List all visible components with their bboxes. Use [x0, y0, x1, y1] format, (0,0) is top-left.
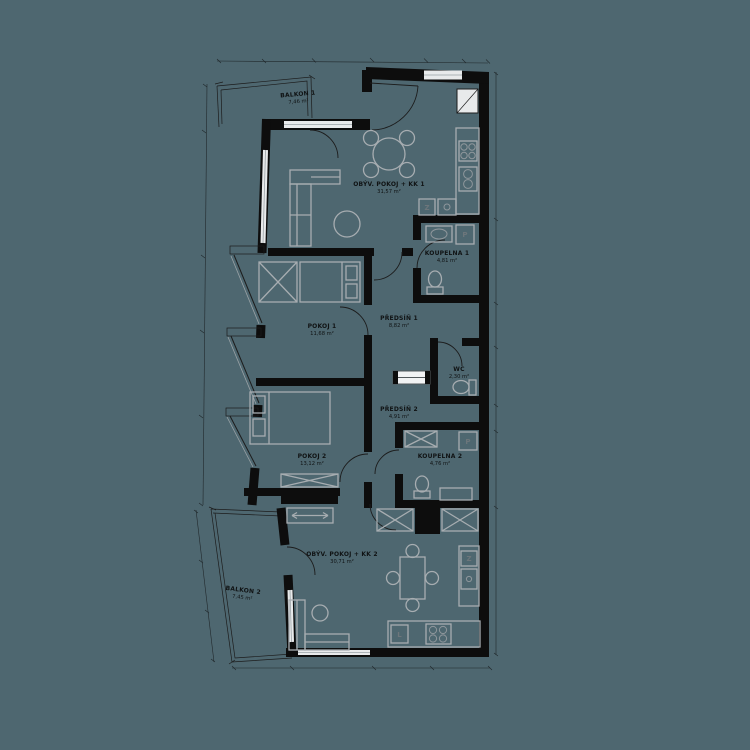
hall1-door-arc [373, 251, 403, 281]
balcony-1 [214, 74, 316, 128]
washbasin-1-icon [425, 225, 453, 243]
entrance-door-1-arc [371, 85, 419, 131]
coffee-table-icon [311, 604, 329, 622]
dining-table-2-icon [385, 543, 440, 613]
wc-door-arc [437, 341, 463, 367]
wardrobe-1-icon [258, 261, 298, 303]
pokoj2-door-arc [339, 453, 369, 483]
toilet-2-icon [413, 475, 431, 499]
sofa-1-icon [289, 169, 341, 247]
koupelna2-name: KOUPELNA 2 [418, 453, 463, 460]
living2-area: 30,71 m² [330, 559, 354, 565]
pokoj1-door-arc [339, 306, 369, 336]
koupelna1-name: KOUPELNA 1 [425, 250, 470, 257]
pokoj2-name: POKOJ 2 [298, 453, 327, 460]
hall-pocket-door [392, 370, 431, 385]
pokoj2-area: 13,12 m² [300, 461, 324, 467]
predsin1-area: 8,82 m² [389, 323, 409, 329]
window-bay-1 [229, 245, 265, 325]
washing-machine-1-icon [455, 224, 475, 245]
window-bay-3 [225, 407, 259, 468]
balkon1-name: BALKON 1 [280, 89, 316, 99]
room-label-balkon2: BALKON 2 7,45 m² [225, 585, 261, 602]
wardrobe-2-icon [280, 473, 339, 488]
sofa-2-icon [288, 599, 350, 651]
room-label-balkon1: BALKON 1 7,46 m² [280, 89, 316, 106]
room-label-predsin2: PŘEDSÍŇ 2 4,91 m² [380, 405, 418, 420]
koupelna2-area: 4,76 m² [430, 461, 450, 467]
boiler-mark-1: Z [424, 204, 429, 212]
bed-1-icon [299, 261, 361, 303]
washer-mark-2: P [465, 438, 470, 446]
bathroom1-door-arc [416, 239, 446, 269]
kitchen-1-icon [418, 127, 480, 216]
boiler-mark-2: Z [466, 555, 471, 563]
sliding-wardrobe-icon [286, 507, 334, 524]
kitchen-2-column-icon [458, 545, 480, 607]
balcony-2 [208, 506, 293, 665]
balkon2-area: 7,45 m² [232, 594, 253, 602]
room-label-wc1: WC 2,30 m² [449, 366, 469, 380]
balcony2-door-arc [286, 546, 316, 576]
predsin2-area: 4,91 m² [389, 414, 409, 420]
room-label-living1: OBÝV. POKOJ + KK 1 31,57 m² [353, 181, 425, 195]
shaft-icon [456, 88, 479, 114]
fridge-mark: L [397, 631, 402, 639]
room-labels: BALKON 1 7,46 m² OBÝV. POKOJ + KK 1 31,5… [225, 89, 470, 602]
balkon2-name: BALKON 2 [225, 585, 261, 596]
predsin2-name: PŘEDSÍŇ 2 [380, 405, 418, 413]
washbasin-2-icon [439, 487, 473, 501]
room-label-pokoj1: POKOJ 1 11,68 m² [308, 323, 337, 337]
wc1-area: 2,30 m² [449, 374, 469, 380]
pokoj1-name: POKOJ 1 [308, 323, 337, 330]
furniture-layer [249, 127, 481, 651]
predsin1-name: PŘEDSÍŇ 1 [380, 314, 418, 322]
toilet-1-icon [426, 270, 444, 295]
washer-mark-1: P [462, 231, 467, 239]
bed-2-icon [249, 391, 331, 445]
living1-area: 31,57 m² [377, 189, 401, 195]
balcony1-door-arc [309, 129, 339, 159]
room-label-pokoj2: POKOJ 2 13,12 m² [298, 453, 327, 467]
room-label-predsin1: PŘEDSÍŇ 1 8,82 m² [380, 314, 418, 329]
pokoj1-area: 11,68 m² [310, 331, 334, 337]
koupelna1-area: 4,81 m² [437, 258, 457, 264]
storage-row-icon [376, 508, 479, 532]
shower-2-icon [404, 430, 438, 448]
kitchen-2-counter-icon [387, 620, 481, 648]
wc1-name: WC [453, 366, 465, 373]
rug-icon [333, 210, 361, 238]
room-label-koupelna2: KOUPELNA 2 4,76 m² [418, 453, 463, 467]
toilet-wc-icon [452, 379, 477, 396]
dimension-lines [193, 57, 499, 671]
washing-machine-2-icon [458, 431, 478, 451]
living2-door-arc [369, 503, 397, 531]
walls-layer [225, 67, 489, 657]
living1-name: OBÝV. POKOJ + KK 1 [353, 181, 425, 188]
balkon1-area: 7,46 m² [288, 98, 309, 106]
dining-table-1-icon [362, 129, 416, 179]
living2-name: OBÝV. POKOJ + KK 2 [306, 551, 378, 558]
bathroom2-door-arc [374, 449, 400, 475]
appliance-marks: Z P P Z L [397, 204, 471, 639]
room-label-koupelna1: KOUPELNA 1 4,81 m² [425, 250, 470, 264]
room-label-living2: OBÝV. POKOJ + KK 2 30,71 m² [306, 551, 378, 565]
